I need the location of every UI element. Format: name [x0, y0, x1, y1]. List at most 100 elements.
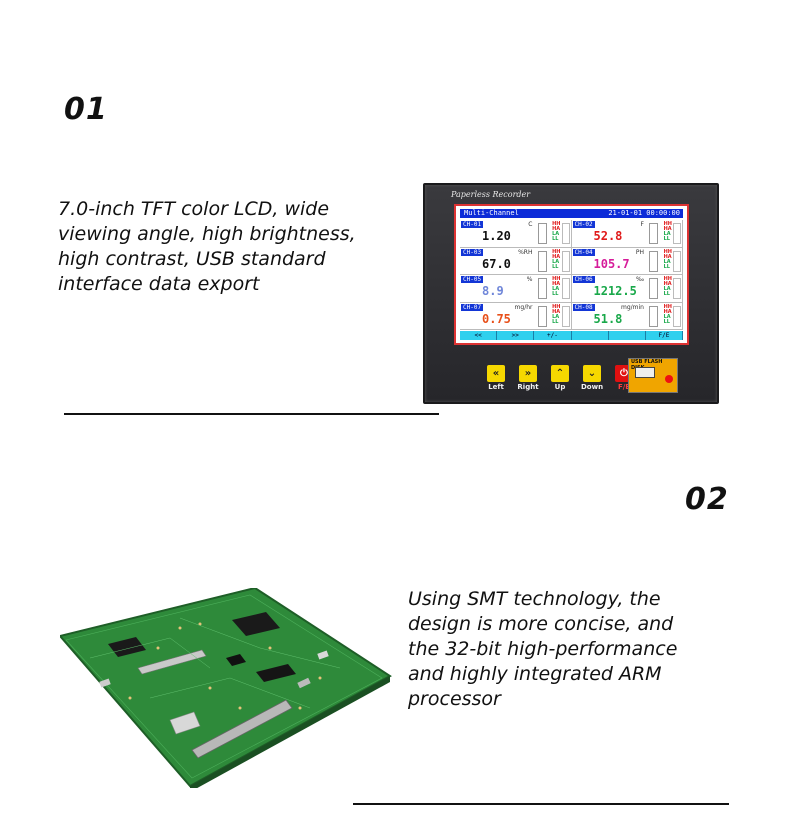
alarm-label: LL: [663, 291, 670, 297]
channel-bar: [537, 305, 547, 327]
device-brand: Paperless Recorder: [451, 190, 531, 199]
device-key-right: »Right: [517, 365, 539, 391]
feature-text-lcd: 7.0-inch TFT color LCD, wide viewing ang…: [58, 197, 408, 297]
text-line: design is more concise, and: [408, 613, 674, 635]
channel-value: 105.7: [593, 256, 630, 271]
channel-bar-secondary: [561, 250, 570, 272]
feature-text-smt: Using SMT technology, the design is more…: [408, 587, 768, 712]
channel-tag: CH-05: [461, 276, 484, 283]
alarm-label: HH: [663, 276, 672, 282]
alarm-label: HA: [552, 253, 561, 260]
channel-bar-secondary: [673, 278, 681, 299]
channel-value: 1212.5: [593, 284, 637, 298]
alarm-label: HA: [663, 308, 672, 315]
channel-bar-secondary: [673, 305, 681, 327]
text-line: and highly integrated ARM: [408, 663, 662, 685]
channel-unit: ‰: [635, 276, 644, 283]
screen-header: Multi-Channel 21-01-01 00:00:00: [460, 209, 683, 218]
alarm-label: HA: [663, 281, 672, 287]
channel-bar-secondary: [561, 278, 570, 299]
alarm-label: LL: [663, 263, 670, 270]
screen-footer-button: [572, 331, 609, 340]
alarm-label: HH: [552, 221, 561, 227]
alarm-label: LA: [663, 231, 671, 237]
channel-bar-secondary: [561, 223, 570, 244]
device-screen-frame: Multi-Channel 21-01-01 00:00:00 CH-01 C 1.…: [454, 204, 689, 345]
key-label: Down: [581, 383, 604, 391]
screen-datetime: 21-01-01 00:00:00: [608, 209, 680, 217]
alarm-label: LA: [663, 313, 671, 320]
usb-port: [635, 367, 655, 378]
alarm-label: LA: [552, 286, 560, 292]
channel-bar-secondary: [561, 305, 570, 327]
alarm-label: HA: [552, 308, 561, 315]
text-line: interface data export: [58, 273, 260, 295]
device-key-left: «Left: [485, 365, 507, 391]
channel-value: 67.0: [482, 256, 511, 271]
channel-bar: [649, 305, 658, 327]
channel-bar: [649, 278, 658, 299]
screen-footer-button: [609, 331, 646, 340]
channel-bar: [649, 223, 658, 244]
alarm-label: LA: [552, 258, 560, 265]
channel-tag: CH-02: [572, 221, 595, 228]
channel-bar: [537, 278, 547, 299]
channel-unit: mg/hr: [514, 303, 533, 311]
device-screen: Multi-Channel 21-01-01 00:00:00 CH-01 C 1.…: [456, 206, 687, 343]
alarm-label: HH: [552, 276, 561, 282]
key-label: Up: [554, 383, 566, 391]
channel-unit: mg/min: [621, 303, 644, 311]
text-line: processor: [408, 688, 501, 710]
alarm-label: LL: [552, 236, 559, 242]
screen-footer-button: >>: [497, 331, 535, 340]
channel-unit: C: [528, 221, 533, 228]
channel-unit: F: [640, 221, 644, 228]
circuit-board-image: [60, 588, 392, 788]
device-keypad: «Left»Right⌃Up⌄Down⏻F/E: [485, 365, 635, 391]
alarm-label: LL: [552, 291, 559, 297]
alarm-label: HA: [663, 226, 672, 232]
channel-bar-secondary: [673, 223, 681, 244]
arrow-icon: ⌃: [551, 365, 569, 382]
text-line: high contrast, USB standard: [58, 248, 326, 270]
alarm-label: LL: [663, 318, 670, 325]
channel-bar-secondary: [673, 250, 681, 272]
alarm-label: LA: [552, 313, 560, 320]
divider-line: [64, 413, 439, 415]
alarm-label: HA: [663, 253, 672, 260]
key-label: Right: [517, 383, 539, 391]
usb-indicator-light: [665, 375, 673, 383]
key-label: F/E: [617, 383, 631, 391]
channel-bar: [537, 250, 547, 272]
key-label: Left: [488, 383, 504, 391]
alarm-label: HA: [552, 281, 561, 287]
channel-tag: CH-08: [572, 303, 595, 311]
alarm-label: LA: [552, 231, 560, 237]
channel-tag: CH-07: [461, 303, 484, 311]
channel-unit: %: [526, 276, 533, 283]
channel-tag: CH-03: [461, 248, 484, 256]
screen-footer-button: <<: [460, 331, 498, 340]
text-line: Using SMT technology, the: [408, 588, 661, 610]
channel-tag: CH-01: [461, 221, 484, 228]
section-number-02: 02: [685, 482, 729, 517]
alarm-label: LL: [663, 236, 670, 242]
channel-bar: [537, 223, 547, 244]
alarm-label: HH: [663, 221, 672, 227]
alarm-label: HH: [663, 303, 672, 310]
channel-unit: %RH: [518, 248, 533, 256]
channel-value: 1.20: [482, 229, 511, 243]
usb-port-panel: USB FLASH DISK: [628, 358, 678, 393]
